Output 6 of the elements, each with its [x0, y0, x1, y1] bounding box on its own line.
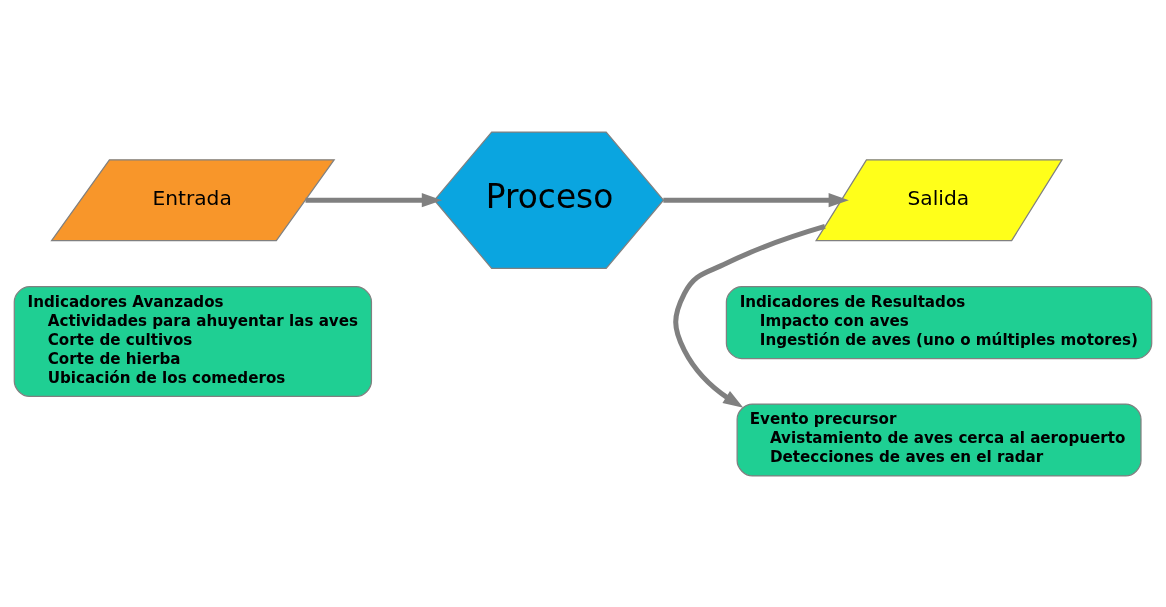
- node-box: Evento precursor Avistamiento de aves cerca al aeropuerto Detecciones de aves en el radar: [736, 402, 1142, 477]
- arrow: [673, 223, 826, 408]
- node-box: Indicadores de Resultados Impacto con aves Ingestión de aves (uno o múltiples motores): [725, 285, 1153, 359]
- arrow: [305, 192, 443, 207]
- node-box: Indicadores Avanzados Actividades para ahuyentar las aves Corte de cultivos Corte de hierba Ubicación de los comederos: [13, 285, 373, 397]
- arrow: [663, 192, 849, 207]
